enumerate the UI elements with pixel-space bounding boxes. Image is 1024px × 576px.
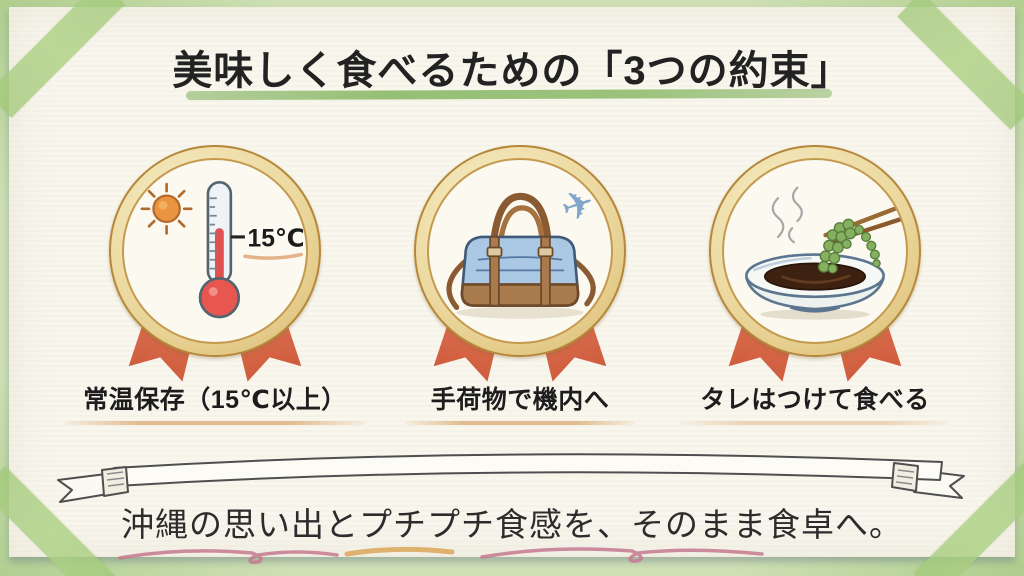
footer-underline-squiggles-icon xyxy=(118,546,764,565)
temp-threshold-label: 15℃ xyxy=(248,226,303,253)
sea-grapes-dip-icon xyxy=(745,186,903,320)
title-block: 美味しく食べるための「3つの約束」 xyxy=(0,38,1024,101)
thermometer-sun-icon: 15℃ xyxy=(140,181,303,319)
page-title: 美味しく食べるための「3つの約束」 xyxy=(172,49,852,93)
promise-caption-carry-on: 手荷物で機内へ xyxy=(350,380,690,425)
promise-medal-carry-on: ✈ xyxy=(414,145,626,357)
promise-caption-dip-sauce: タレはつけて食べる xyxy=(645,380,985,425)
promise-medal-room-temp: 15℃ xyxy=(109,145,321,357)
caption-label: 常温保存（15℃以上） xyxy=(83,386,347,414)
medal-ring xyxy=(709,145,921,357)
caption-underline-marker xyxy=(405,421,635,425)
travel-bag-plane-icon: ✈ xyxy=(446,181,600,319)
footer-tagline: 沖縄の思い出とプチプチ食感を、そのまま食卓へ。 xyxy=(121,506,903,543)
promise-caption-room-temp: 常温保存（15℃以上） xyxy=(45,380,385,425)
caption-underline-marker xyxy=(680,421,950,425)
caption-label: タレはつけて食べる xyxy=(700,386,930,414)
caption-underline-marker xyxy=(65,421,365,425)
footer-block: 沖縄の思い出とプチプチ食感を、そのまま食卓へ。 xyxy=(0,498,1024,565)
medal-ring: 15℃ xyxy=(109,145,321,357)
caption-label: 手荷物で機内へ xyxy=(430,386,610,414)
banner-ribbon-divider xyxy=(57,453,965,503)
airplane-icon: ✈ xyxy=(556,181,600,232)
promise-medal-dip-sauce xyxy=(709,145,921,357)
medal-ring: ✈ xyxy=(414,145,626,357)
